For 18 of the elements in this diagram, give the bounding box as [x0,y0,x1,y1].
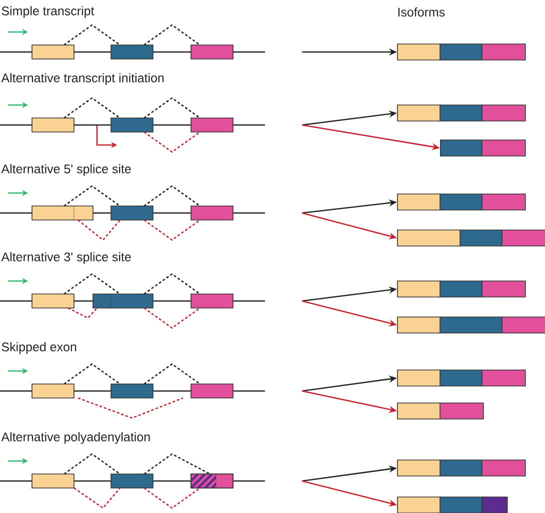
isoform-bar [397,402,484,420]
isoform-bar [397,370,526,386]
isoform-bar [397,316,545,334]
isoform-bar [440,140,526,156]
isoform-bar [397,104,526,122]
isoform-bar [397,194,526,210]
isoform-bar [397,230,545,246]
isoform-bar [397,460,526,476]
column-heading: Isoforms [398,7,445,17]
panel-title: Alternative polyadenylation [1,432,150,444]
isoform-bar [397,280,526,298]
panel-title: Alternative transcript initiation [1,73,164,85]
panel-title: Simple transcript [2,6,94,18]
isoform-bar [397,496,508,513]
panel-title: Alternative 3' splice site [1,252,131,264]
panel-title: Alternative 5' splice site [1,164,131,176]
isoform-bar [397,44,526,60]
panel-title: Skipped exon [2,342,76,354]
